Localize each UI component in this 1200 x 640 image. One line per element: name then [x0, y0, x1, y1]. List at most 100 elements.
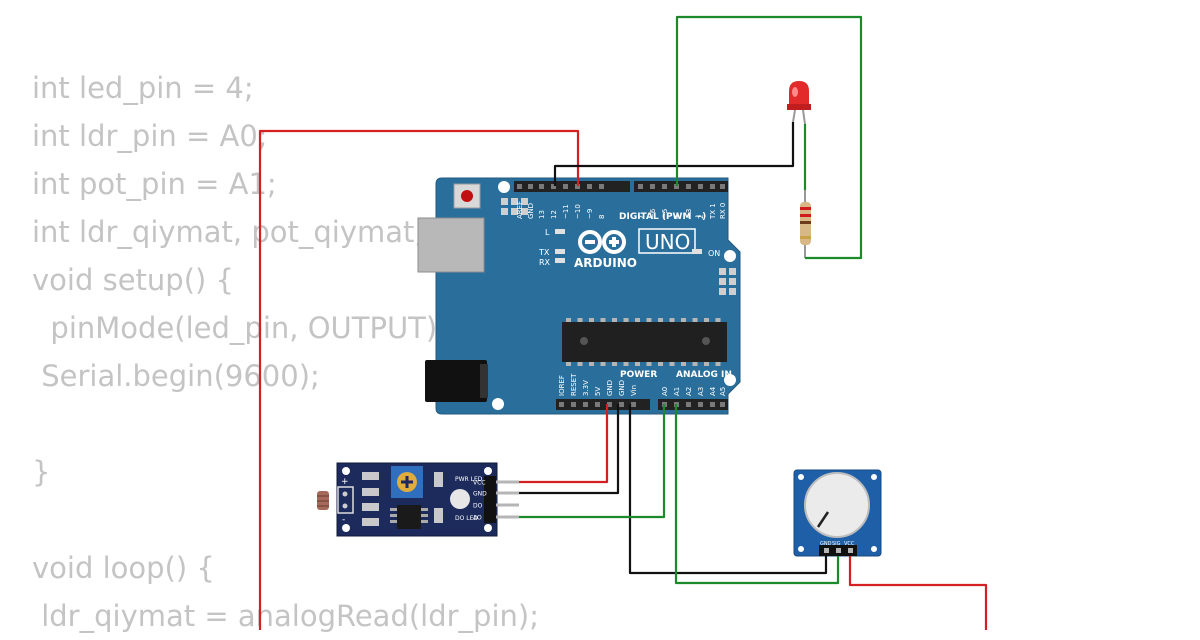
- led-leg-anode: [802, 109, 806, 125]
- wire-red-ldr-pin-left[interactable]: [258, 129, 580, 630]
- header-digital-left[interactable]: [514, 181, 630, 192]
- pin-hole[interactable]: [631, 402, 636, 407]
- pin-hole[interactable]: [686, 184, 691, 189]
- mount-hole: [342, 524, 350, 532]
- chip-pin: [600, 362, 606, 366]
- pin-hole[interactable]: [563, 184, 568, 189]
- pin-hole[interactable]: [571, 402, 576, 407]
- power-pin-label: 5V: [594, 387, 602, 396]
- pin-hole[interactable]: [575, 184, 580, 189]
- power-pin-label: 3.3V: [582, 380, 590, 396]
- pot-pin[interactable]: [848, 548, 853, 553]
- pin-hole[interactable]: [619, 402, 624, 407]
- pin-hole[interactable]: [686, 402, 691, 407]
- pin-hole[interactable]: [720, 402, 725, 407]
- pot-pin[interactable]: [836, 548, 841, 553]
- pin-hole[interactable]: [587, 184, 592, 189]
- pin-hole[interactable]: [517, 184, 522, 189]
- pin-hole[interactable]: [528, 184, 533, 189]
- resistor-band: [800, 236, 811, 239]
- pin-hole[interactable]: [698, 402, 703, 407]
- module-header[interactable]: [484, 476, 496, 523]
- mount-hole: [484, 524, 492, 532]
- wire-red-5v-ldr[interactable]: [519, 404, 609, 484]
- pin-hole[interactable]: [650, 184, 655, 189]
- header-analog[interactable]: [658, 399, 728, 410]
- chip-pin: [390, 514, 397, 517]
- mount-hole: [798, 546, 804, 552]
- digital-pin-label: ~9: [586, 209, 594, 219]
- pin-hole[interactable]: [607, 402, 612, 407]
- code-line: int led_pin = 4;: [32, 71, 254, 105]
- wire-black-gnd-pot[interactable]: [628, 404, 828, 575]
- wires: [258, 15, 988, 630]
- power-jack: [425, 360, 487, 402]
- pin-hole[interactable]: [551, 184, 556, 189]
- header-power[interactable]: [556, 399, 650, 410]
- pin-hole[interactable]: [720, 184, 725, 189]
- led-body: [789, 81, 809, 107]
- header-digital-right[interactable]: [634, 181, 728, 192]
- wire-green-a1-pot[interactable]: [674, 404, 840, 585]
- wire-black-gnd-ldr[interactable]: [519, 404, 620, 495]
- power-pin-label: GND: [618, 380, 626, 396]
- chip-pin: [681, 318, 686, 322]
- mount-hole: [498, 181, 510, 193]
- icsp-header: [719, 268, 736, 295]
- code-line: ldr_qiymat = analogRead(ldr_pin);: [32, 599, 539, 633]
- chip-pin: [566, 318, 571, 322]
- digital-header-label: DIGITAL (PWM ~): [619, 212, 706, 222]
- wire-black-gnd-led[interactable]: [553, 122, 795, 186]
- resistor-band: [800, 214, 811, 217]
- pin-hole[interactable]: [710, 184, 715, 189]
- chip-pin: [577, 362, 583, 366]
- usb-connector: [417, 217, 485, 273]
- pin-hole[interactable]: [662, 184, 667, 189]
- resistor-band: [800, 207, 811, 210]
- icsp-pin: [729, 288, 736, 295]
- l-led: [555, 229, 565, 234]
- pin-hole[interactable]: [599, 184, 604, 189]
- pot-knob[interactable]: [804, 472, 870, 538]
- pin-hole[interactable]: [638, 184, 643, 189]
- pin-hole[interactable]: [539, 184, 544, 189]
- analog-pin-label: A5: [719, 387, 727, 396]
- pot-pin-label: GND: [820, 541, 832, 547]
- icsp-pin: [729, 268, 736, 275]
- pin-hole[interactable]: [674, 184, 679, 189]
- resistor[interactable]: [800, 190, 811, 258]
- red-led[interactable]: [787, 81, 811, 125]
- pot-pin[interactable]: [824, 548, 829, 553]
- chip-pin: [704, 362, 709, 366]
- chip-pin: [421, 508, 428, 511]
- analog-pin-label: A1: [673, 387, 681, 396]
- wire-green-a0-ldr[interactable]: [519, 404, 666, 519]
- mount-hole: [492, 398, 504, 410]
- pin-hole[interactable]: [559, 402, 564, 407]
- led-leg-cathode: [792, 109, 796, 123]
- pwr-led-label: PWR LED: [455, 476, 483, 483]
- wire-red-pot-vcc[interactable]: [848, 556, 988, 630]
- pin-hole[interactable]: [583, 402, 588, 407]
- header-pin[interactable]: [496, 491, 519, 495]
- chip-pin: [692, 362, 698, 366]
- pin-hole[interactable]: [595, 402, 600, 407]
- chip-pin: [577, 318, 583, 322]
- header-pin[interactable]: [496, 480, 519, 484]
- smd-capacitor: [434, 472, 443, 487]
- uno-model: UNO: [645, 230, 690, 254]
- chip-pin: [566, 362, 571, 366]
- digital-pin-holes: [517, 184, 725, 189]
- header-pin[interactable]: [496, 515, 519, 519]
- header-pin[interactable]: [496, 503, 519, 507]
- pin-hole[interactable]: [710, 402, 715, 407]
- chip-pin: [421, 514, 428, 517]
- chip-pin: [669, 362, 675, 366]
- wire-green-pin4-loop[interactable]: [675, 15, 863, 260]
- uno-badge: [638, 228, 696, 254]
- chip-pin: [589, 318, 594, 322]
- pin-hole[interactable]: [698, 184, 703, 189]
